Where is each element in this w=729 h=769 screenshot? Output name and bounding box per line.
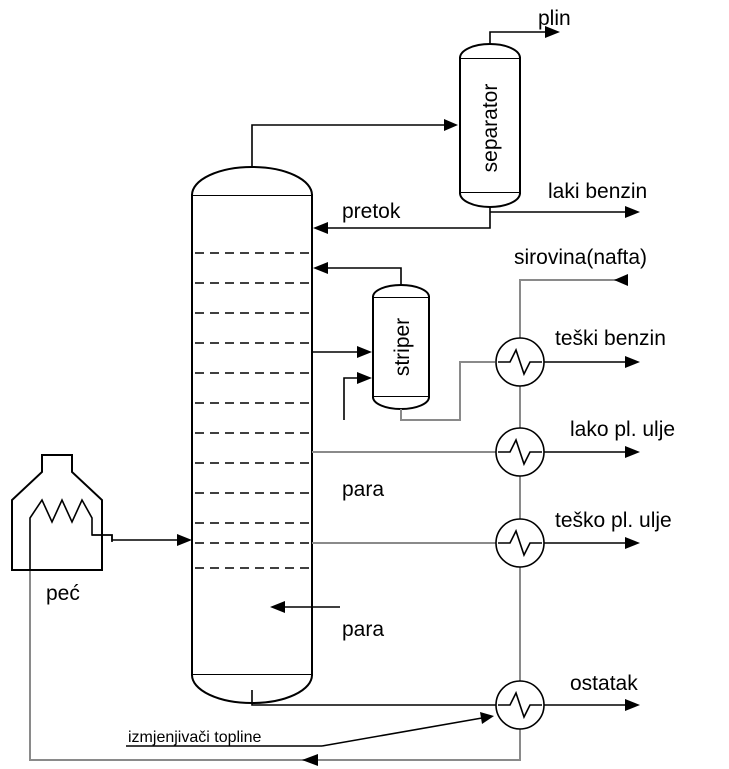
heavy-naphtha-draw-line [400,361,495,421]
heavy-naphtha-arrow [625,356,640,368]
bottom-return-arrow [302,754,318,766]
overhead-vapour-line [251,124,445,168]
crude-feed-arrow [614,274,628,286]
column-trays [195,252,310,569]
tesko-pl-ulje-label: teško pl. ulje [555,509,672,532]
furnace-outlet-line [92,534,177,541]
distillation-column [191,166,313,704]
side-draw-arrow [357,346,372,358]
stripper-vessel: striper [372,284,430,410]
column-steam-arrow [270,601,285,613]
separator-label: separator [479,84,502,173]
callout-pointer [321,717,483,747]
pretok-label: pretok [342,200,401,223]
stripper-return-arrow [313,262,328,274]
lako-pl-ulje-label: lako pl. ulje [570,418,675,441]
sirovina-label: sirovina(nafta) [514,246,647,269]
column-top-head [191,166,313,196]
heavy-gasoil-arrow [625,537,640,549]
gas-outlet-arrow [545,26,560,38]
light-gasoil-arrow [625,446,640,458]
para-label-2: para [342,618,384,641]
heat-exchanger-4 [495,680,545,730]
striper-label: striper [391,318,414,376]
column-body [191,194,313,676]
para-label-1: para [342,478,384,501]
plin-label: plin [538,7,571,30]
pec-label: peć [46,582,80,605]
izmjenjivaci-label: izmjenjivači topline [128,729,261,746]
furnace [11,454,113,571]
furnace-outlet-arrow [177,534,192,546]
stripper-return-line [328,267,402,285]
heat-exchanger-1 [495,337,545,387]
overhead-vapour-arrow [444,119,458,131]
residue-draw-line [251,690,496,706]
reflux-arrow [313,222,328,234]
laki-benzin-label: laki benzin [548,180,647,203]
teski-benzin-label: teški benzin [555,327,666,350]
crude-feed-line [29,279,625,761]
gas-outlet-line [489,31,545,44]
heat-exchanger-3 [495,518,545,568]
stripper-steam-arrow [357,372,372,384]
stripper-steam-line [343,377,357,420]
callout-arrow [480,712,494,724]
reflux-line [328,212,491,229]
light-naphtha-arrow [625,206,640,218]
ostatak-label: ostatak [570,672,638,695]
separator-vessel: separator [459,43,521,208]
residue-arrow [625,699,640,711]
heat-exchanger-2 [495,427,545,477]
